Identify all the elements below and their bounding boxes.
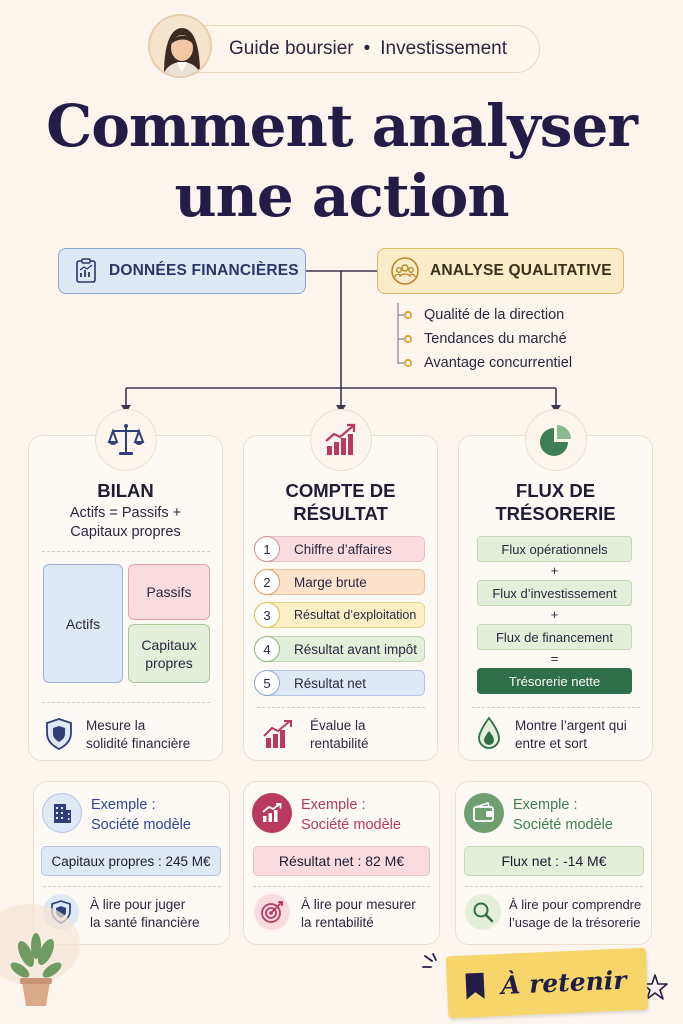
example-label-line-2: Société modèle bbox=[513, 817, 613, 833]
sparkle-lines-icon bbox=[422, 953, 437, 968]
bilan-icon-circle bbox=[95, 409, 157, 471]
header-pill bbox=[150, 25, 540, 73]
actifs-block: Actifs bbox=[43, 564, 123, 683]
growth-chart-icon bbox=[263, 720, 292, 748]
flux-icon-circle bbox=[525, 409, 587, 471]
operator-plus: + bbox=[550, 563, 559, 578]
financial-data-label: DONNÉES FINANCIÈRES bbox=[109, 262, 299, 279]
divider bbox=[43, 886, 221, 887]
tresorerie-nette: Trésorerie nette bbox=[477, 668, 632, 694]
avatar bbox=[148, 14, 212, 78]
growth-chart-icon bbox=[262, 803, 282, 822]
wallet-icon-circle bbox=[464, 793, 504, 833]
qualitative-analysis-label: ANALYSE QUALITATIVE bbox=[430, 262, 612, 279]
pie-chart-icon bbox=[540, 425, 571, 456]
flux-title-line-2: TRÉSORERIE bbox=[495, 503, 616, 524]
bilan-footer-line-1: Mesure la bbox=[86, 718, 146, 733]
flux-footer-line-2: entre et sort bbox=[515, 736, 588, 751]
bilan-footer-line-2: solidité financière bbox=[86, 736, 191, 751]
example-note-line-1: À lire pour comprendre bbox=[509, 897, 642, 912]
resultat-icon-circle bbox=[310, 409, 372, 471]
capitaux-block: Capitaux propres bbox=[128, 624, 210, 683]
a-retenir-note: À retenir bbox=[445, 947, 649, 1019]
list-item: 2 Marge brute bbox=[254, 569, 425, 595]
divider bbox=[42, 551, 210, 552]
header-separator: • bbox=[363, 38, 371, 59]
example-label-line-2: Société modèle bbox=[301, 817, 401, 833]
flux-financement: Flux de financement bbox=[477, 624, 632, 650]
qualitative-analysis-box: ANALYSE QUALITATIVE bbox=[377, 248, 624, 294]
search-icon bbox=[473, 902, 494, 923]
list-item: Avantage concurrentiel bbox=[402, 351, 572, 375]
building-icon bbox=[54, 804, 71, 823]
divider bbox=[42, 702, 210, 703]
team-icon bbox=[391, 257, 419, 285]
example-label-line-1: Exemple : bbox=[91, 797, 156, 813]
header-category: Guide boursier bbox=[229, 38, 354, 59]
scales-icon bbox=[107, 424, 145, 455]
financial-data-box: DONNÉES FINANCIÈRES bbox=[58, 248, 306, 294]
divider bbox=[253, 886, 430, 887]
example-label-line-2: Société modèle bbox=[91, 817, 191, 833]
passifs-block: Passifs bbox=[128, 564, 210, 620]
resultat-title-line-1: COMPTE DE bbox=[285, 480, 396, 501]
bookmark-icon bbox=[465, 972, 485, 1000]
qualitative-list: Qualité de la direction Tendances du mar… bbox=[402, 303, 572, 375]
page-title-line-2: une action bbox=[174, 162, 509, 230]
flux-footer-line-1: Montre l’argent qui bbox=[515, 718, 627, 733]
list-item: 4 Résultat avant impôt bbox=[254, 636, 425, 662]
example-note-line-2: la rentabilité bbox=[301, 915, 374, 930]
example-note-line-1: À lire pour juger bbox=[90, 897, 186, 912]
resultat-footer-line-1: Évalue la bbox=[310, 718, 366, 733]
example-value: Résultat net : 82 M€ bbox=[253, 846, 430, 876]
flux-title-line-1: FLUX DE bbox=[515, 480, 596, 501]
operator-plus: + bbox=[550, 607, 559, 622]
shield-icon bbox=[46, 718, 72, 751]
list-item: 1 Chiffre d’affaires bbox=[254, 536, 425, 562]
resultat-title-line-2: RÉSULTAT bbox=[293, 503, 388, 524]
chart-icon-circle bbox=[252, 793, 292, 833]
header-topic: Investissement bbox=[380, 38, 508, 59]
operator-equals: = bbox=[550, 651, 559, 666]
header-tagline: Guide boursier • Investissement bbox=[229, 38, 507, 60]
target-icon bbox=[261, 901, 283, 923]
drop-icon bbox=[478, 716, 500, 749]
divider bbox=[465, 886, 643, 887]
example-note-line-1: À lire pour mesurer bbox=[301, 897, 416, 912]
target-icon-circle bbox=[254, 894, 290, 930]
example-note-line-2: l’usage de la trésorerie bbox=[509, 915, 641, 930]
list-item: 3 Résultat d’exploitation bbox=[254, 602, 425, 628]
flux-investissement: Flux d’investissement bbox=[477, 580, 632, 606]
growth-chart-icon bbox=[325, 423, 356, 455]
example-value: Flux net : -14 M€ bbox=[464, 846, 644, 876]
a-retenir-label: À retenir bbox=[500, 965, 628, 1000]
divider bbox=[472, 707, 640, 708]
resultat-footer-line-2: rentabilité bbox=[310, 736, 369, 751]
example-label-line-1: Exemple : bbox=[301, 797, 366, 813]
bilan-title: BILAN bbox=[97, 480, 154, 501]
report-chart-icon bbox=[76, 258, 96, 283]
example-value: Capitaux propres : 245 M€ bbox=[41, 846, 221, 876]
list-item: Tendances du marché bbox=[402, 327, 572, 351]
bilan-formula-line-2: Capitaux propres bbox=[70, 524, 181, 540]
list-item: 5 Résultat net bbox=[254, 670, 425, 696]
building-icon-circle bbox=[42, 793, 82, 833]
search-icon-circle bbox=[465, 894, 501, 930]
example-label-line-1: Exemple : bbox=[513, 797, 578, 813]
divider bbox=[257, 707, 425, 708]
wallet-icon bbox=[473, 802, 494, 822]
list-item: Qualité de la direction bbox=[402, 303, 572, 327]
resultat-card bbox=[243, 435, 438, 761]
plant-icon bbox=[0, 904, 80, 1006]
bilan-formula-line-1: Actifs = Passifs + bbox=[69, 505, 182, 521]
flux-operationnels: Flux opérationnels bbox=[477, 536, 632, 562]
page-title-line-1: Comment analyser bbox=[46, 92, 638, 160]
example-note-line-2: la santé financière bbox=[90, 915, 200, 930]
